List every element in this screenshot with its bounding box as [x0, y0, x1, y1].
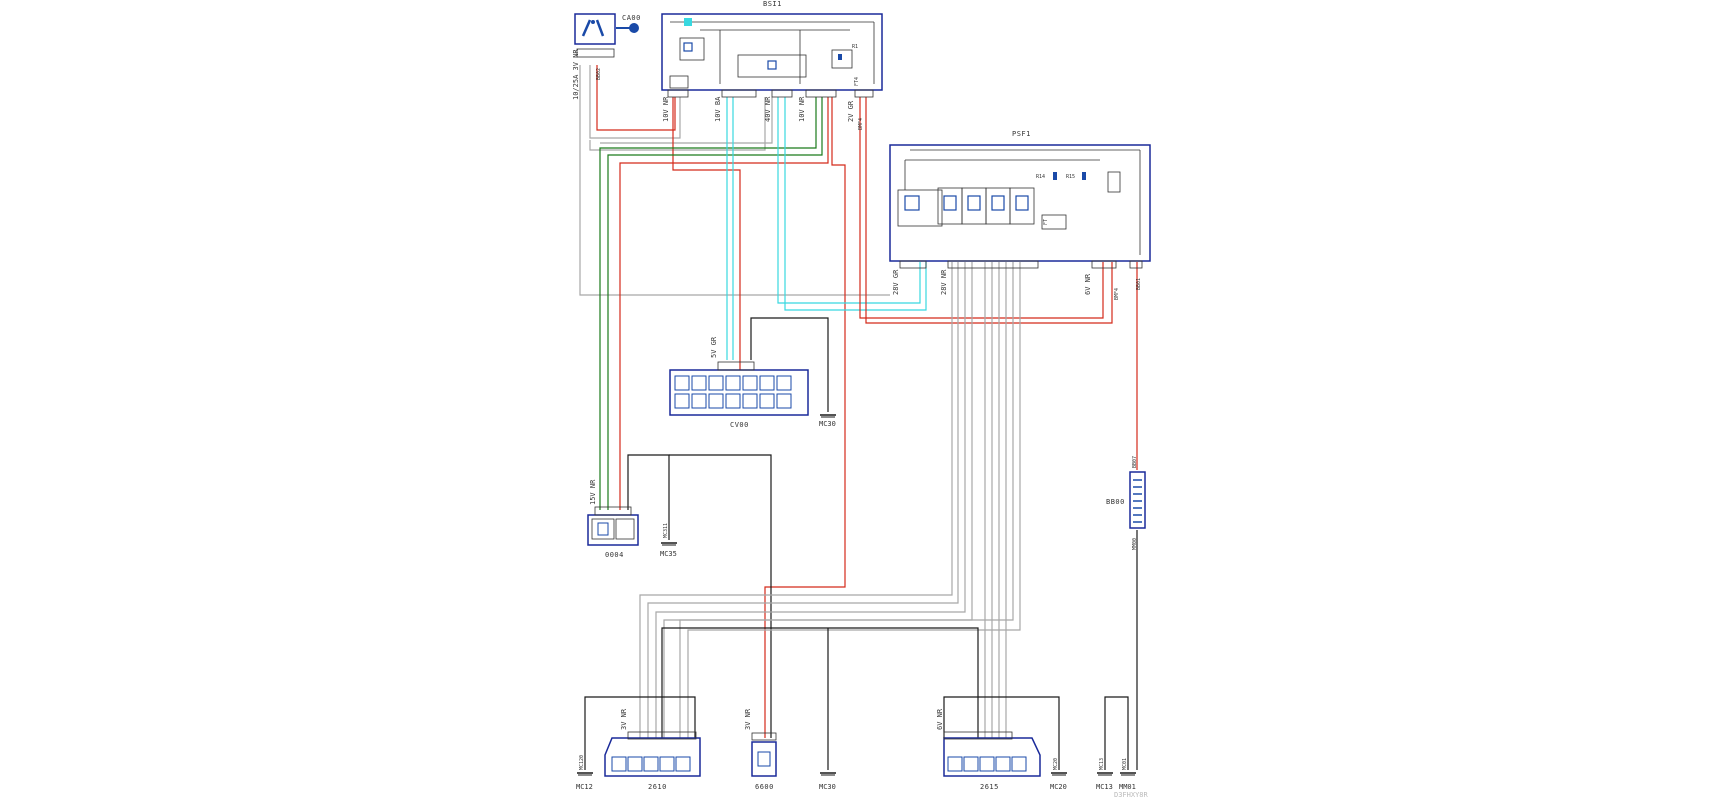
ground-mm01: MM01 MC01 [1119, 758, 1136, 791]
svg-text:MC12: MC12 [576, 783, 593, 791]
label-2610: 2610 [648, 783, 667, 791]
wire-code-bb01: BB01 [1136, 278, 1142, 290]
connector-bsi-2: 10V BA [714, 96, 722, 122]
ground-mc35: MC35 MC311 [660, 523, 677, 558]
component-6600: 6600 3V NR [744, 708, 777, 791]
wire-code-bmf4-b: BMF4 [1114, 288, 1120, 300]
wire-red-bsi-psf-bmf2 [865, 97, 1113, 324]
wire-grey-psf-2610-3 [655, 262, 966, 738]
component-psf1: PSF1 R14 R15 FT 28V GR 28V NR 6V NR BMF4… [889, 130, 1151, 300]
ground-mc30-bottom: MC30 [819, 772, 836, 791]
connector-psf-3: 6V NR [1084, 273, 1092, 295]
label-6600: 6600 [755, 783, 774, 791]
component-cv00: CV00 5V GR [669, 336, 809, 429]
connector-bsi-4: 10V NR [798, 96, 806, 122]
svg-text:MC13: MC13 [1096, 783, 1113, 791]
component-ca00: CA00 10/25A 3V NR [572, 13, 641, 100]
wire-black-bus [661, 627, 979, 738]
label-psf1: PSF1 [1012, 130, 1031, 138]
wire-code-mc01: MC01 [1122, 758, 1128, 770]
wire-grey-psf-2615-6 [687, 262, 1021, 738]
wire-cyan-bsi-psf-2 [784, 97, 927, 311]
ground-mc20: MC20 MC20 [1050, 758, 1067, 791]
wire-grey-psf-2610-2 [647, 262, 959, 738]
wire-black-0004-mc35 [627, 454, 670, 540]
wire-grey-ca00-psf [579, 65, 890, 296]
wire-green-bsi-0004-a [599, 97, 817, 510]
connector-bsi-3: 40V NR [764, 96, 772, 122]
svg-text:MM01: MM01 [1119, 783, 1136, 791]
label-bsi1: BSI1 [763, 0, 782, 8]
connector-2615: 6V NR [936, 708, 944, 730]
svg-text:MC35: MC35 [660, 550, 677, 558]
connector-psf-2: 28V NR [940, 269, 948, 295]
ground-mc30-top: MC30 [819, 414, 836, 428]
bsi-relay-code: R1 [852, 44, 858, 50]
connector-6600: 3V NR [744, 708, 752, 730]
psf-r15: R15 [1066, 174, 1075, 180]
wire-grey-ca00-bsi [589, 65, 681, 139]
wire-red-bsi-0004 [619, 97, 829, 510]
wire-code-bb02: BB02 [596, 68, 602, 80]
connector-bsi-1: 10V NR [662, 96, 670, 122]
wire-code-mc13: MC13 [1099, 758, 1105, 770]
connector-0004: 15V NR [589, 479, 597, 505]
wire-grey-psf-2610-4 [663, 262, 973, 738]
grounds: MC30 MC35 MC311 MC12 MC120 MC30 MC20 MC2… [576, 414, 1136, 791]
component-bb00: BB00 BB07 MM00 [1106, 456, 1146, 550]
wire-grey-bsi-2 [600, 97, 773, 144]
ground-mc13: MC13 MC13 [1096, 758, 1113, 791]
wire-code-bmf4-a: BMF4 [858, 118, 864, 130]
wire-green-bsi-0004-b [607, 97, 823, 510]
ground-mc12: MC12 MC120 [576, 755, 593, 791]
wire-code-mc120: MC120 [579, 755, 585, 770]
wire-code-mc20: MC20 [1053, 758, 1059, 770]
wire-black-cv00-mc30 [750, 317, 829, 412]
wire-cyan-bsi-psf-1 [777, 97, 921, 304]
wires [579, 65, 1138, 770]
wire-red-bsi-psf [672, 97, 741, 183]
component-2615: 2615 6V NR [936, 708, 1041, 791]
component-2610: 2610 3V NR [604, 708, 701, 791]
wire-code-mm00: MM00 [1132, 538, 1138, 550]
wire-black-0004-2610 [669, 454, 772, 738]
svg-text:MC30: MC30 [819, 783, 836, 791]
footer-code: D3FHXY8R [1114, 791, 1149, 799]
wire-grey-bsi-1 [589, 97, 766, 151]
component-0004: 0004 15V NR [587, 479, 639, 559]
label-ca00: CA00 [622, 14, 641, 22]
wire-code-mc311: MC311 [663, 523, 669, 538]
label-bb00: BB00 [1106, 498, 1125, 506]
connector-bsi-5: 2V GR [847, 100, 855, 122]
connector-psf-1: 28V GR [892, 269, 900, 295]
bsi-fuse-code: FT4 [854, 77, 860, 86]
svg-text:MC30: MC30 [819, 420, 836, 428]
wire-black-2610-mc12 [584, 696, 696, 770]
component-bsi1: BSI1 FT4 R1 10V NR 10V BA 40V NR 10V NR … [661, 0, 883, 130]
psf-ft-code: FT [1043, 219, 1049, 225]
wire-code-bb07: BB07 [1132, 456, 1138, 468]
connector-ca00: 10/25A 3V NR [572, 49, 580, 100]
connector-2610: 3V NR [620, 708, 628, 730]
wire-black-2615-mc20 [943, 696, 1060, 770]
svg-text:MC20: MC20 [1050, 783, 1067, 791]
psf-r14: R14 [1036, 174, 1045, 180]
wire-red-bsi-psf-bmf [859, 97, 1104, 319]
wire-red-ca00-bsi [596, 65, 676, 131]
wire-black-mc13 [1104, 696, 1129, 770]
wire-grey-psf-2615-5 [679, 262, 1014, 738]
label-0004: 0004 [605, 551, 624, 559]
connector-cv00: 5V GR [710, 336, 718, 358]
wire-grey-psf-2610-1 [639, 262, 953, 738]
label-2615: 2615 [980, 783, 999, 791]
label-cv00: CV00 [730, 421, 749, 429]
